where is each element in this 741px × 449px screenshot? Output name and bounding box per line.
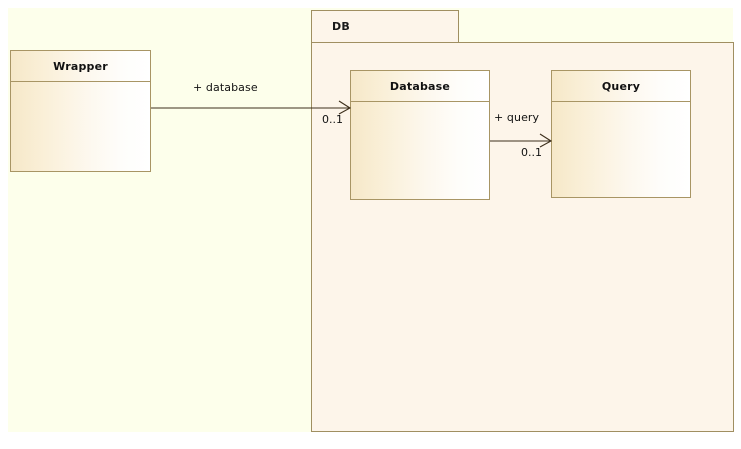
class-attributes-wrapper	[11, 82, 150, 171]
class-name-query: Query	[601, 79, 641, 93]
class-attributes-database	[351, 102, 489, 199]
package-tab-db: DB	[311, 10, 459, 43]
class-box-query[interactable]: Query	[551, 70, 691, 198]
class-header-wrapper: Wrapper	[11, 51, 150, 82]
package-name-label: DB	[332, 20, 350, 33]
association-label-database: + database	[193, 81, 258, 94]
multiplicity-label-query: 0..1	[521, 146, 542, 159]
class-attributes-query	[552, 102, 690, 197]
class-header-database: Database	[351, 71, 489, 102]
class-name-wrapper: Wrapper	[53, 59, 108, 73]
class-header-query: Query	[552, 71, 690, 102]
multiplicity-label-database: 0..1	[322, 113, 343, 126]
class-box-wrapper[interactable]: Wrapper	[10, 50, 151, 172]
class-name-database: Database	[389, 79, 451, 93]
class-box-database[interactable]: Database	[350, 70, 490, 200]
diagram-canvas: DB Wrapper Database Query	[8, 8, 734, 432]
association-label-query: + query	[494, 111, 540, 124]
